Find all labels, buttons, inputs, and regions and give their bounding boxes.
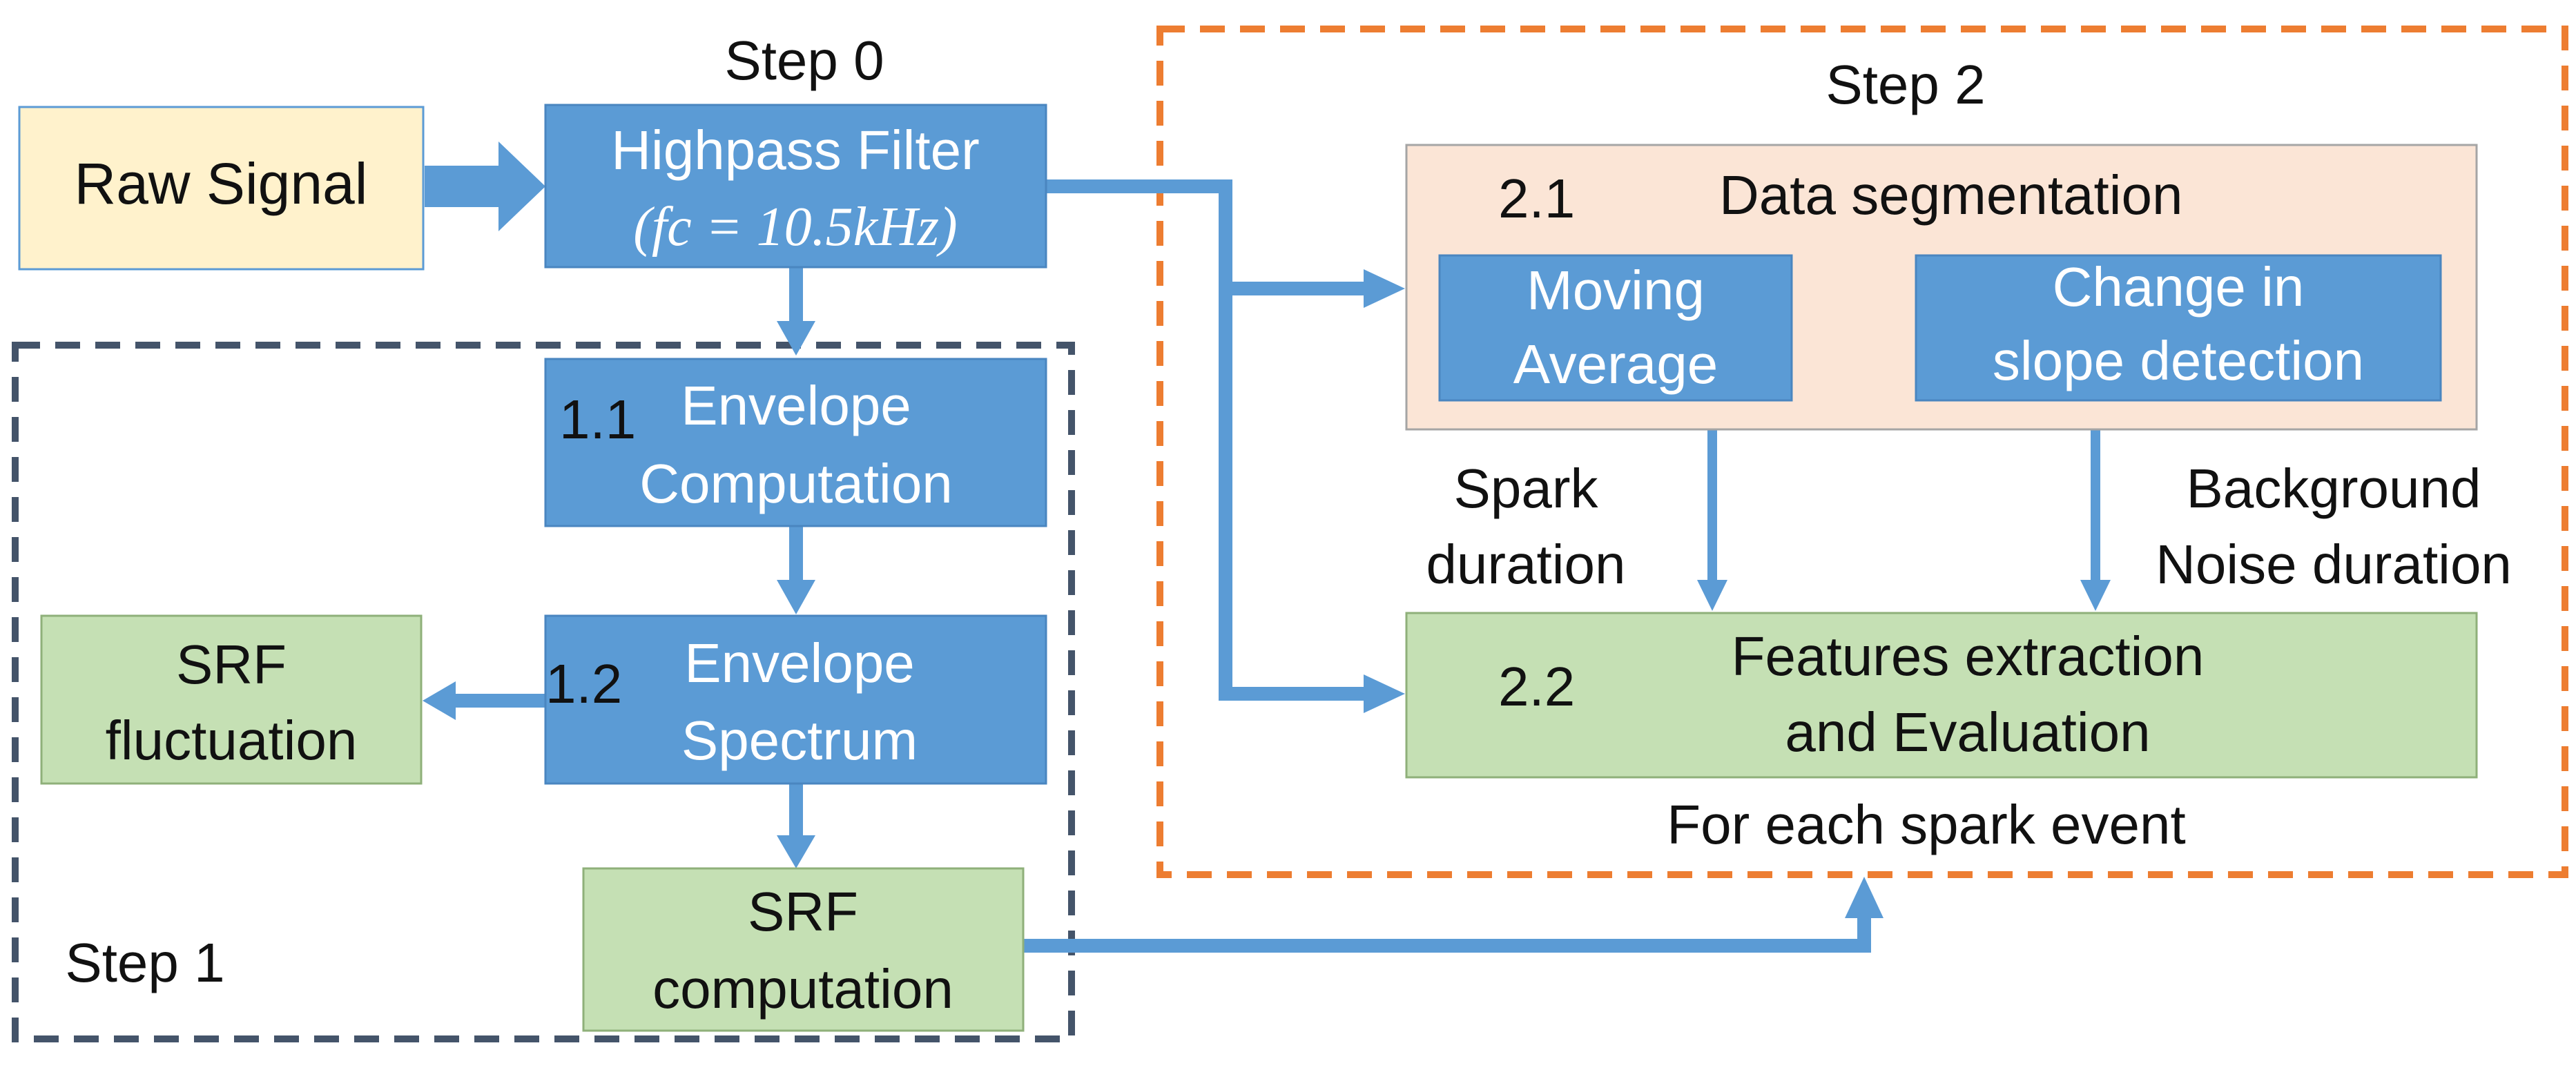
connector-highpass-to-step2 [1046,179,1232,701]
highpass-cutoff-formula: (fc = 10.5kHz) [633,197,957,257]
arrow-srfcomp-to-features-shaft [1023,918,1871,953]
moving-average-label-2: Average [1513,333,1718,395]
srf-computation-label-2: computation [652,958,953,1020]
for-each-spark-label: For each spark event [1667,794,2185,855]
envelope-computation-number: 1.1 [559,389,636,450]
spark-duration-label-1: Spark [1454,458,1599,519]
step1-group-border [12,342,1075,1042]
arrow-highpass-to-envelope-head [777,321,815,356]
raw-signal-box [18,106,425,271]
step1-label: Step 1 [65,932,224,993]
data-segmentation-title: Data segmentation [1719,164,2183,226]
noise-duration-label-1: Background [2187,458,2481,519]
arrow-envcomp-to-envspec-head [777,580,815,614]
spark-duration-label-2: duration [1426,534,1625,595]
step0-label: Step 0 [724,30,884,91]
envelope-computation-box [544,358,1047,527]
highpass-filter-label: Highpass Filter [611,119,980,181]
data-segmentation-number: 2.1 [1498,168,1575,229]
envelope-spectrum-number: 1.2 [545,653,622,714]
srf-fluctuation-box [40,614,423,785]
raw-signal-label: Raw Signal [75,151,368,216]
features-evaluation-box [1405,612,2478,779]
arrow-raw-to-highpass [425,142,545,231]
slope-detection-box [1915,254,2442,402]
srf-fluctuation-label-2: fluctuation [106,710,358,771]
envelope-computation-label-2: Computation [639,453,953,514]
step2-label: Step 2 [1826,54,1985,115]
features-evaluation-label-2: and Evaluation [1785,701,2150,763]
srf-computation-label-1: SRF [748,881,858,942]
srf-fluctuation-label-1: SRF [176,634,287,695]
envelope-spectrum-label-2: Spectrum [681,710,918,771]
arrow-srfcomp-to-features-head [1845,877,1883,918]
arrow-noise-duration-head [2080,580,2111,611]
srf-computation-box [582,867,1025,1032]
arrow-envspec-to-srfcomp-head [777,835,815,868]
arrow-spark-duration-head [1697,580,1727,611]
envelope-computation-label-1: Envelope [681,375,911,436]
envelope-spectrum-box [544,614,1047,785]
arrow-to-segmentation-head [1364,269,1405,308]
envelope-spectrum-label-1: Envelope [684,632,915,694]
moving-average-box [1438,254,1793,402]
noise-duration-label-2: Noise duration [2156,534,2512,595]
features-evaluation-label-1: Features extraction [1732,625,2205,687]
features-evaluation-number: 2.2 [1498,656,1575,717]
step2-group-border [1156,26,2568,878]
moving-average-label-1: Moving [1527,260,1705,321]
slope-detection-label-2: slope detection [1993,330,2364,391]
arrow-envspec-to-fluct-head [423,681,456,720]
slope-detection-label-1: Change in [2053,256,2305,318]
arrow-to-features-head [1364,674,1405,713]
highpass-filter-box [544,104,1047,269]
